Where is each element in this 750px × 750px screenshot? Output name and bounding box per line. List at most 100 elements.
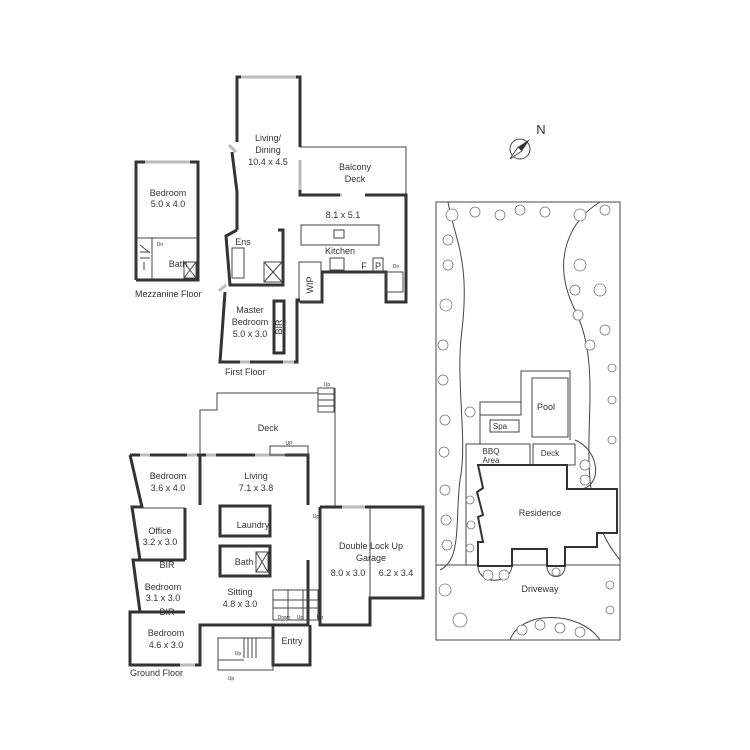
stair-up-2-label: Up — [317, 615, 324, 621]
garage-size-2: 6.2 x 3.4 — [379, 568, 414, 578]
tree-icon — [465, 495, 475, 505]
laundry-label: Laundry — [237, 520, 270, 530]
sitting-label: Sitting — [227, 587, 252, 597]
ensuite-label: Ens — [235, 237, 251, 247]
bbq-area-label-2: Area — [483, 456, 500, 465]
garage-stair-label: Up — [313, 514, 320, 520]
living-label: Living — [244, 471, 268, 481]
garage-label: Double Lock Up — [339, 541, 403, 551]
living-size: 7.1 x 3.8 — [239, 483, 274, 493]
bbq-area-label: BBQ — [483, 447, 500, 456]
tree-icon — [440, 514, 452, 526]
office-label: Office — [148, 526, 171, 536]
wip-label: WIP — [305, 277, 315, 294]
trees — [437, 204, 617, 638]
mezzanine-stair-label: Dn — [157, 242, 164, 248]
deck-stair-label: Up — [324, 382, 331, 388]
spa-label: Spa — [493, 422, 508, 431]
tree-icon — [599, 204, 611, 216]
entry-stair-up-2: Up — [228, 676, 235, 682]
first-floor-caption: First Floor — [225, 367, 266, 377]
tree-icon — [572, 309, 584, 321]
tree-icon — [574, 626, 586, 638]
site-deck-label: Deck — [541, 449, 560, 458]
tree-icon — [438, 446, 450, 458]
tree-icon — [607, 363, 617, 373]
ground-floor-caption: Ground Floor — [130, 668, 183, 678]
living-dining-label: Living/ — [255, 133, 282, 143]
stair-down-label: Down — [278, 615, 291, 621]
tree-icon — [465, 543, 475, 553]
pantry-label: P — [375, 261, 381, 271]
tree-icon — [439, 484, 451, 496]
tree-icon — [498, 569, 510, 581]
tree-icon — [551, 567, 561, 577]
balcony-deck-label: Balcony — [339, 162, 372, 172]
tree-icon — [469, 206, 481, 218]
tree-icon — [441, 539, 453, 551]
tree-icon — [539, 206, 551, 218]
mezzanine-bath-label: Bath — [169, 259, 188, 269]
first-floor-plan — [218, 75, 408, 364]
tree-icon — [534, 619, 546, 631]
mezzanine-bedroom-size: 5.0 x 4.0 — [151, 199, 186, 209]
bir-2-label: BIR — [159, 607, 175, 617]
tree-icon — [464, 406, 476, 418]
tree-icon — [437, 339, 449, 351]
balcony-deck-label-2: Deck — [345, 174, 366, 184]
mezzanine-floor-plan — [134, 160, 200, 282]
tree-icon — [599, 324, 611, 336]
tree-icon — [573, 208, 587, 222]
deck-label: Deck — [258, 423, 279, 433]
tree-icon — [579, 474, 591, 486]
bedroom-1-size: 3.6 x 4.0 — [151, 483, 186, 493]
bedroom-3-size: 4.6 x 3.0 — [149, 640, 184, 650]
garage-size-1: 8.0 x 3.0 — [331, 568, 366, 578]
tree-icon — [482, 569, 494, 581]
mezzanine-caption: Mezzanine Floor — [135, 289, 202, 299]
tree-icon — [605, 605, 615, 615]
tree-icon — [573, 258, 587, 272]
tree-icon — [516, 624, 528, 636]
tree-icon — [442, 234, 454, 246]
mezzanine-bedroom-label: Bedroom — [150, 188, 187, 198]
tree-icon — [584, 339, 596, 351]
tree-icon — [607, 395, 617, 405]
north-label: N — [536, 122, 545, 137]
tree-icon — [593, 283, 607, 297]
tree-icon — [445, 208, 459, 222]
master-bedroom-label-2: Bedroom — [232, 317, 269, 327]
first-floor-stair-label: Dn — [393, 264, 400, 270]
tree-icon — [437, 374, 449, 386]
compass-icon — [509, 138, 531, 160]
entry-label: Entry — [281, 636, 303, 646]
entry-stair-up-1: Up — [235, 651, 242, 657]
tree-icon — [452, 612, 468, 628]
tree-icon — [579, 459, 591, 471]
bath-label: Bath — [235, 557, 254, 567]
tree-icon — [439, 298, 453, 312]
bedroom-2-size: 3.1 x 3.0 — [146, 593, 181, 603]
pool-label: Pool — [537, 402, 555, 412]
kitchen-label: Kitchen — [325, 246, 355, 256]
garage-label-2: Garage — [356, 553, 386, 563]
tree-icon — [514, 204, 526, 216]
bir-label: BIR — [274, 319, 284, 335]
bedroom-1-label: Bedroom — [150, 471, 187, 481]
living-dining-size: 10.4 x 4.5 — [248, 157, 288, 167]
tree-icon — [554, 622, 566, 634]
driveway-label: Driveway — [521, 584, 559, 594]
ground-floor-plan — [128, 387, 425, 671]
master-bedroom-size: 5.0 x 3.0 — [233, 329, 268, 339]
fridge-label: F — [361, 261, 367, 271]
master-bedroom-label: Master — [236, 305, 264, 315]
bedroom-2-label: Bedroom — [145, 582, 182, 592]
tree-icon — [439, 414, 451, 426]
residence-label: Residence — [519, 508, 562, 518]
stair-up-label: Up — [297, 615, 304, 621]
kitchen-size: 8.1 x 5.1 — [326, 210, 361, 220]
deck-step-label: UP — [286, 441, 294, 447]
tree-icon — [466, 520, 476, 530]
